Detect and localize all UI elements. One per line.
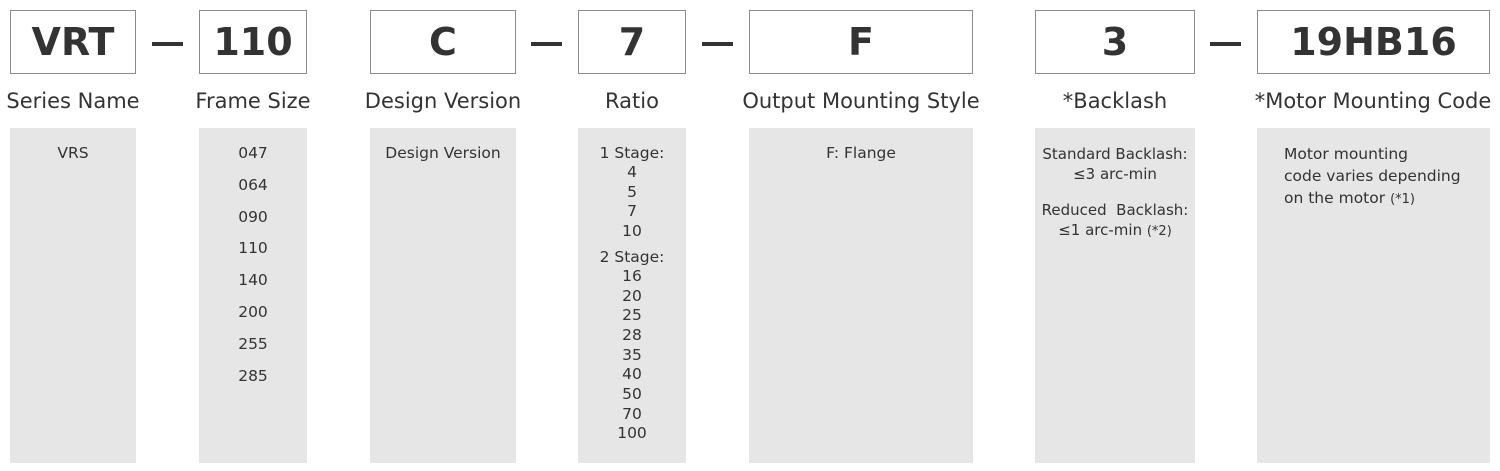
output-panel: F: Flange [749, 128, 973, 463]
standard-backlash-label: Standard Backlash: [1042, 145, 1188, 163]
list-item: 255 [238, 334, 268, 353]
frame-size-list: 047 064 090 110 140 200 255 285 [199, 144, 307, 398]
reduced-backlash-line: ≤1 arc-min (*2) [1035, 220, 1195, 242]
list-item: 20 [622, 286, 642, 305]
list-item: 70 [622, 404, 642, 423]
motor-note-line: Motor mounting [1284, 145, 1408, 163]
list-item: 50 [622, 385, 642, 404]
backlash-panel: Standard Backlash: ≤3 arc-min Reduced Ba… [1035, 128, 1195, 463]
frame-label: Frame Size [195, 89, 311, 113]
output-label: Output Mounting Style [742, 89, 980, 113]
design-panel: Design Version [370, 128, 516, 463]
standard-backlash-value: ≤3 arc-min [1073, 165, 1157, 183]
list-item: 100 [617, 424, 647, 443]
ratio-panel: 1 Stage: 4 5 7 10 2 Stage: 16 20 25 28 3… [578, 128, 686, 463]
list-item: 28 [622, 325, 642, 344]
list-item: 5 [627, 182, 637, 201]
ratio-code-box: 7 [578, 10, 686, 74]
separator-dash [1210, 42, 1241, 46]
list-item: 35 [622, 345, 642, 364]
list-item: 285 [238, 366, 268, 385]
frame-panel: 047 064 090 110 140 200 255 285 [199, 128, 307, 463]
list-item: 10 [622, 222, 642, 241]
ratio-label: Ratio [605, 89, 659, 113]
motor-note-text: on the motor [1284, 189, 1386, 207]
reduced-backlash-note: (*2) [1146, 224, 1172, 239]
series-panel-content: VRS [10, 128, 136, 463]
output-value: F: Flange [826, 144, 896, 162]
list-item: 090 [238, 207, 268, 226]
series-label: Series Name [6, 89, 140, 113]
list-item: 064 [238, 175, 268, 194]
stage2-ratio-list: 16 20 25 28 35 40 50 70 100 [578, 267, 686, 444]
list-item: 16 [622, 266, 642, 285]
motor-code-box: 19HB16 [1257, 10, 1490, 74]
list-item: 7 [627, 202, 637, 221]
stage1-label: 1 Stage: [599, 144, 665, 162]
motor-note-line: code varies depending [1284, 167, 1461, 185]
frame-code-box: 110 [199, 10, 307, 74]
motor-label: *Motor Mounting Code [1254, 89, 1492, 113]
list-item: 110 [238, 239, 268, 258]
list-item: 4 [627, 163, 637, 181]
list-item: 047 [238, 144, 268, 162]
stage2-label: 2 Stage: [599, 247, 665, 266]
reduced-backlash-value: ≤1 arc-min [1058, 221, 1143, 239]
motor-panel: Motor mounting code varies depending on … [1257, 128, 1490, 463]
separator-dash [702, 42, 733, 46]
output-code-box: F [749, 10, 973, 74]
series-code-box: VRT [10, 10, 136, 74]
series-panel [10, 128, 136, 463]
design-value: Design Version [385, 144, 501, 162]
series-value: VRS [57, 144, 89, 162]
stage1-ratio-list: 4 5 7 10 [578, 163, 686, 242]
design-label: Design Version [364, 89, 522, 113]
backlash-label: *Backlash [1062, 89, 1168, 113]
separator-dash [152, 42, 183, 46]
list-item: 140 [238, 271, 268, 290]
motor-note-line: on the motor (*1) [1284, 187, 1490, 211]
list-item: 25 [622, 306, 642, 325]
design-code-box: C [370, 10, 516, 74]
separator-dash [531, 42, 562, 46]
reduced-backlash-label: Reduced Backlash: [1041, 201, 1189, 219]
motor-note-ref: (*1) [1390, 192, 1415, 207]
list-item: 40 [622, 365, 642, 384]
backlash-code-box: 3 [1035, 10, 1195, 74]
list-item: 200 [238, 302, 268, 321]
